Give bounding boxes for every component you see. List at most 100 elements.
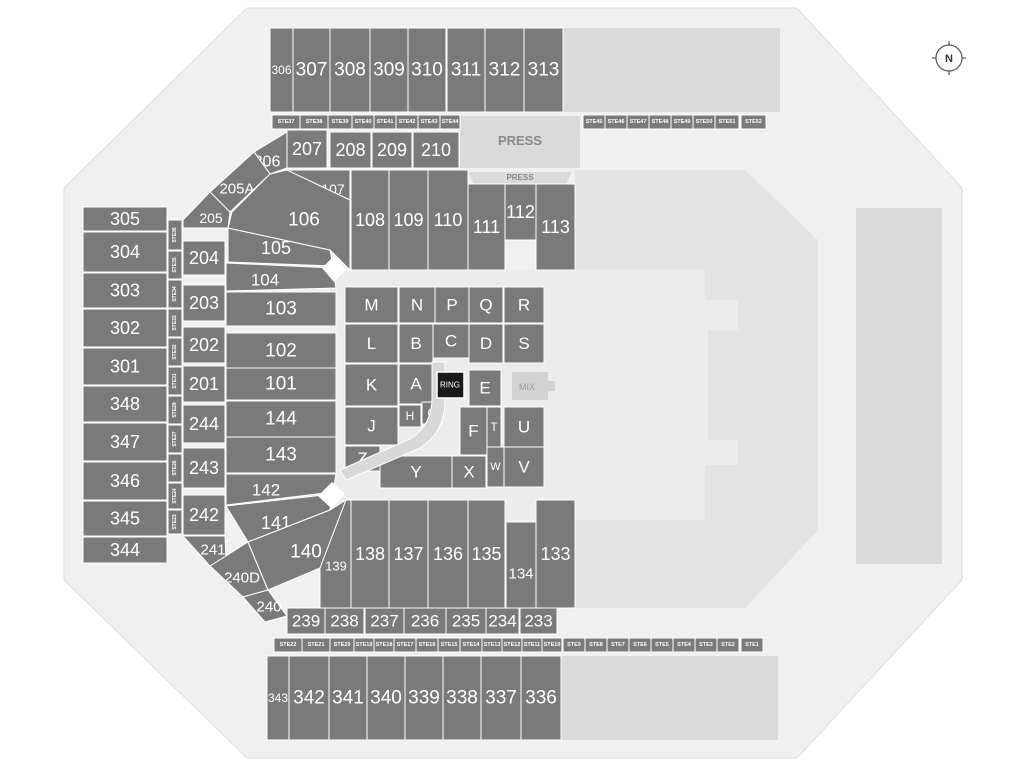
section-shape[interactable] bbox=[182, 365, 226, 403]
section-ste48[interactable]: STE48 bbox=[648, 114, 672, 130]
section-304[interactable]: 304 bbox=[82, 231, 168, 273]
section-w[interactable]: W bbox=[486, 446, 505, 488]
section-shape[interactable] bbox=[459, 406, 488, 456]
section-f[interactable]: F bbox=[459, 406, 488, 456]
section-311[interactable]: 311 bbox=[446, 27, 486, 113]
section-108[interactable]: 108 bbox=[350, 169, 390, 271]
section-ste9[interactable]: STE9 bbox=[562, 637, 586, 653]
section-ste2[interactable]: STE2 bbox=[716, 637, 740, 653]
section-239[interactable]: 239 bbox=[286, 607, 326, 635]
section-shape[interactable] bbox=[740, 114, 767, 130]
section-138[interactable]: 138 bbox=[350, 499, 390, 609]
section-ste52[interactable]: STE52 bbox=[740, 114, 767, 130]
section-shape[interactable] bbox=[388, 169, 429, 271]
section-338[interactable]: 338 bbox=[442, 655, 482, 741]
section-shape[interactable] bbox=[82, 206, 168, 232]
section-shape[interactable] bbox=[82, 347, 168, 386]
section-106[interactable]: 106 bbox=[227, 169, 351, 272]
section-shape[interactable] bbox=[366, 655, 406, 741]
section-210[interactable]: 210 bbox=[412, 131, 460, 169]
section-shape[interactable] bbox=[535, 183, 576, 271]
section-103[interactable]: 103 bbox=[225, 291, 337, 327]
section-139[interactable]: 139 bbox=[319, 499, 352, 611]
section-142[interactable]: 142 bbox=[225, 473, 337, 506]
section-shape[interactable] bbox=[404, 655, 444, 741]
section-204[interactable]: 204 bbox=[182, 240, 226, 276]
section-shape[interactable] bbox=[434, 286, 470, 324]
section-shape[interactable] bbox=[167, 395, 183, 425]
section-111[interactable]: 111 bbox=[467, 183, 506, 271]
section-shape[interactable] bbox=[82, 422, 168, 462]
section-shape[interactable] bbox=[388, 499, 429, 609]
section-b[interactable]: B bbox=[398, 323, 434, 364]
section-shape[interactable] bbox=[503, 406, 545, 448]
section-ste50[interactable]: STE50 bbox=[692, 114, 716, 130]
section-ste41[interactable]: STE41 bbox=[373, 114, 397, 130]
section-shape[interactable] bbox=[398, 323, 434, 364]
section-136[interactable]: 136 bbox=[427, 499, 469, 609]
section-244[interactable]: 244 bbox=[182, 404, 226, 444]
section-137[interactable]: 137 bbox=[388, 499, 429, 609]
section-ste46[interactable]: STE46 bbox=[604, 114, 628, 130]
section-shape[interactable] bbox=[504, 183, 537, 241]
section-shape[interactable] bbox=[350, 499, 390, 609]
section-ste19[interactable]: STE19 bbox=[353, 637, 375, 653]
section-302[interactable]: 302 bbox=[82, 308, 168, 348]
section-shape[interactable] bbox=[344, 363, 399, 407]
section-109[interactable]: 109 bbox=[388, 169, 429, 271]
section-n[interactable]: N bbox=[398, 286, 436, 324]
section-shape[interactable] bbox=[467, 183, 506, 271]
section-shape[interactable] bbox=[740, 637, 764, 653]
section-shape[interactable] bbox=[412, 131, 460, 169]
section-shape[interactable] bbox=[468, 369, 502, 407]
section-shape[interactable] bbox=[344, 323, 399, 364]
section-345[interactable]: 345 bbox=[82, 500, 168, 537]
section-ste6[interactable]: STE6 bbox=[628, 637, 652, 653]
section-ste7[interactable]: STE7 bbox=[606, 637, 630, 653]
section-shape[interactable] bbox=[82, 385, 168, 423]
section-q[interactable]: Q bbox=[468, 286, 504, 324]
section-shape[interactable] bbox=[225, 400, 337, 438]
section-shape[interactable] bbox=[350, 169, 390, 271]
section-shape[interactable] bbox=[485, 607, 520, 635]
section-102[interactable]: 102 bbox=[225, 332, 337, 370]
section-shape[interactable] bbox=[427, 499, 469, 609]
section-shape[interactable] bbox=[182, 494, 226, 536]
section-shape[interactable] bbox=[225, 291, 337, 327]
section-234[interactable]: 234 bbox=[485, 607, 520, 635]
section-346[interactable]: 346 bbox=[82, 461, 168, 501]
section-v[interactable]: V bbox=[503, 446, 545, 488]
section-shape[interactable] bbox=[467, 499, 506, 609]
section-207[interactable]: 207 bbox=[286, 129, 328, 169]
section-339[interactable]: 339 bbox=[404, 655, 444, 741]
section-344[interactable]: 344 bbox=[82, 536, 168, 564]
section-242[interactable]: 242 bbox=[182, 494, 226, 536]
section-shape[interactable] bbox=[520, 655, 562, 741]
section-e[interactable]: E bbox=[468, 369, 502, 407]
section-ste12[interactable]: STE12 bbox=[501, 637, 523, 653]
section-301[interactable]: 301 bbox=[82, 347, 168, 386]
section-shape[interactable] bbox=[182, 284, 226, 322]
section-ste15[interactable]: STE15 bbox=[437, 637, 461, 653]
section-ste38[interactable]: STE38 bbox=[299, 114, 329, 130]
section-237[interactable]: 237 bbox=[364, 607, 405, 635]
section-ste17[interactable]: STE17 bbox=[393, 637, 417, 653]
section-shape[interactable] bbox=[369, 27, 409, 113]
section-shape[interactable] bbox=[82, 461, 168, 501]
section-ste22[interactable]: STE22 bbox=[273, 637, 303, 653]
section-shape[interactable] bbox=[344, 406, 399, 446]
section-ste34[interactable]: STE34 bbox=[167, 279, 183, 309]
section-ste21[interactable]: STE21 bbox=[301, 637, 331, 653]
section-ste32[interactable]: STE32 bbox=[167, 337, 183, 367]
section-309[interactable]: 309 bbox=[369, 27, 409, 113]
section-ste23[interactable]: STE23 bbox=[167, 509, 183, 535]
section-ste45[interactable]: STE45 bbox=[582, 114, 606, 130]
section-ste8[interactable]: STE8 bbox=[584, 637, 608, 653]
section-r[interactable]: R bbox=[503, 286, 545, 324]
section-shape[interactable] bbox=[167, 279, 183, 309]
section-203[interactable]: 203 bbox=[182, 284, 226, 322]
section-ste5[interactable]: STE5 bbox=[650, 637, 674, 653]
section-shape[interactable] bbox=[324, 607, 365, 635]
section-shape[interactable] bbox=[286, 129, 328, 169]
section-ste44[interactable]: STE44 bbox=[439, 114, 461, 130]
